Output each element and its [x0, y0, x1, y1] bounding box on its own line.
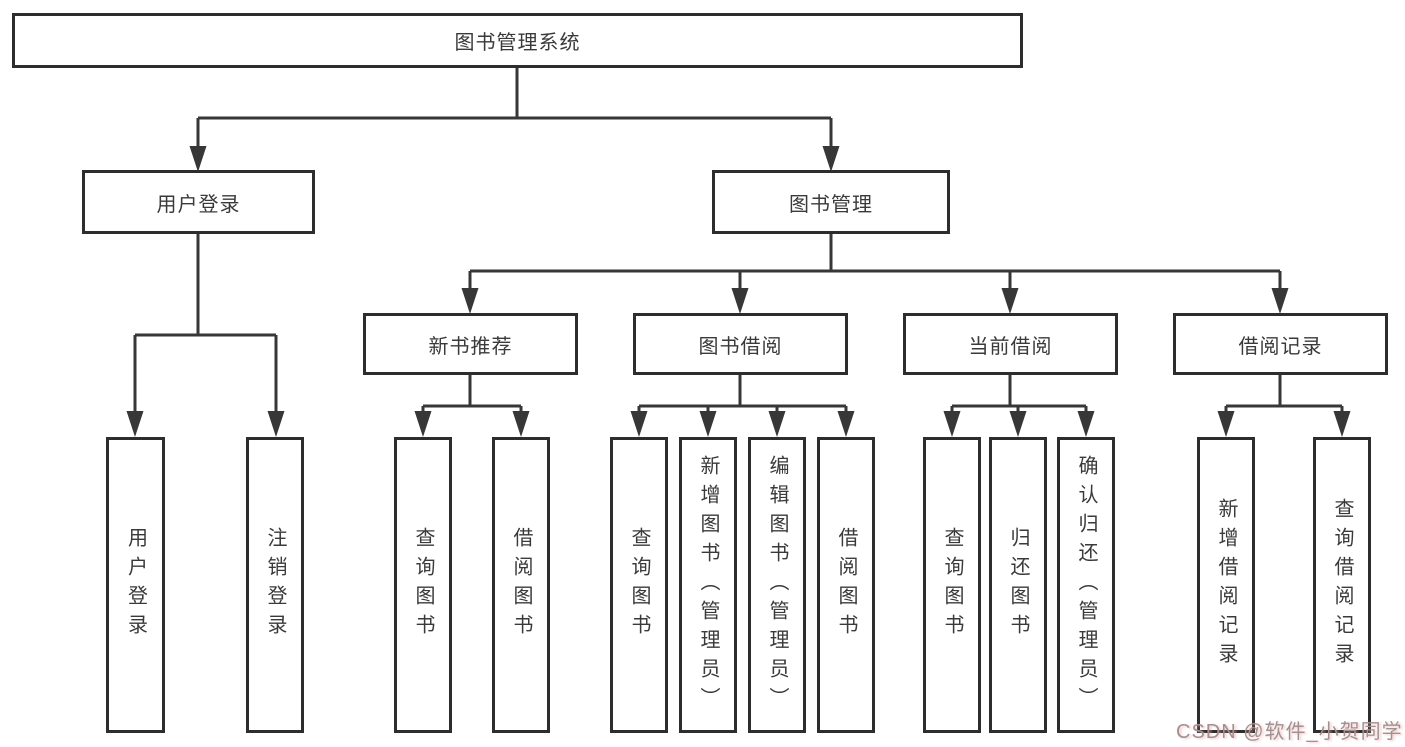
- node-label: 确认归还（管理员）: [1075, 454, 1097, 716]
- leaf-query-books-current: 查询图书: [923, 437, 981, 733]
- node-label: 用户登录: [124, 527, 147, 643]
- node-label: 查询图书: [628, 527, 650, 643]
- leaf-add-borrow-record: 新增借阅记录: [1197, 437, 1255, 733]
- node-label: 图书管理系统: [454, 32, 581, 54]
- leaf-return-books: 归还图书: [989, 437, 1047, 733]
- node-new-book-recommend: 新书推荐: [363, 313, 578, 375]
- leaf-borrow-books-borrowing: 借阅图书: [817, 437, 875, 733]
- node-label: 新增借阅记录: [1215, 498, 1237, 672]
- node-book-management: 图书管理: [712, 170, 950, 234]
- node-label: 查询借阅记录: [1331, 498, 1353, 672]
- node-label: 当前借阅: [968, 335, 1053, 358]
- node-label: 新书推荐: [428, 335, 513, 358]
- node-label: 查询图书: [941, 527, 963, 643]
- leaf-edit-books-admin: 编辑图书（管理员）: [748, 437, 806, 733]
- node-label: 查询图书: [412, 527, 434, 643]
- leaf-add-books-admin: 新增图书（管理员）: [679, 437, 737, 733]
- leaf-query-books-borrowing: 查询图书: [610, 437, 668, 733]
- leaf-user-login-action: 用户登录: [106, 437, 165, 733]
- node-label: 图书管理: [789, 193, 873, 216]
- node-label: 注销登录: [264, 527, 286, 643]
- node-library-management-system: 图书管理系统: [12, 13, 1023, 68]
- node-label: 归还图书: [1007, 527, 1029, 643]
- leaf-confirm-return-admin: 确认归还（管理员）: [1057, 437, 1115, 733]
- node-label: 借阅图书: [835, 527, 857, 643]
- node-label: 借阅记录: [1238, 335, 1323, 358]
- leaf-query-books-recommend: 查询图书: [394, 437, 452, 733]
- node-borrowing-records: 借阅记录: [1173, 313, 1388, 375]
- leaf-borrow-books-recommend: 借阅图书: [492, 437, 550, 733]
- node-current-borrowing: 当前借阅: [903, 313, 1118, 375]
- node-label: 编辑图书（管理员）: [766, 454, 788, 716]
- node-label: 借阅图书: [510, 527, 532, 643]
- node-user-login: 用户登录: [82, 170, 315, 234]
- node-label: 图书借阅: [698, 335, 783, 358]
- watermark: CSDN @软件_小贺同学: [1176, 721, 1403, 743]
- leaf-logout-action: 注销登录: [246, 437, 304, 733]
- node-label: 用户登录: [156, 193, 241, 216]
- node-book-borrowing: 图书借阅: [633, 313, 848, 375]
- leaf-query-borrow-record: 查询借阅记录: [1313, 437, 1371, 733]
- node-label: 新增图书（管理员）: [697, 454, 719, 716]
